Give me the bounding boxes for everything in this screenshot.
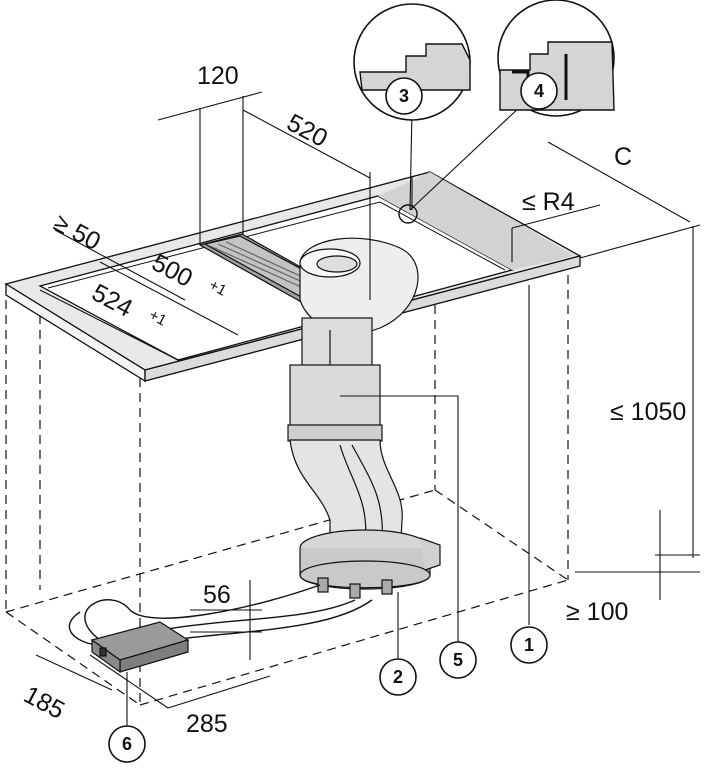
svg-text:2: 2 <box>393 667 403 687</box>
dim-524-tol: +1 <box>146 307 169 330</box>
dim-100-label: ≥ 100 <box>566 598 628 626</box>
callout-3: 3 <box>385 77 423 115</box>
dim-285-label: 285 <box>186 710 228 738</box>
dim-185-label: 185 <box>19 681 69 725</box>
dim-120-label: 120 <box>197 62 239 90</box>
dim-r4-label: ≤ R4 <box>522 188 575 216</box>
fan-housing <box>299 237 419 371</box>
dim-c-label: C <box>614 143 632 171</box>
dim-520-label: 520 <box>282 109 332 153</box>
callout-6: 6 <box>108 725 146 763</box>
callout-5: 5 <box>439 641 477 679</box>
svg-text:1: 1 <box>524 635 534 655</box>
svg-text:6: 6 <box>122 734 132 754</box>
callout-1: 1 <box>510 626 548 664</box>
dim-56-label: 56 <box>203 581 231 609</box>
dimension-lines <box>35 91 701 709</box>
callout-2: 2 <box>379 658 417 696</box>
dim-50-label: ≥ 50 <box>49 209 105 256</box>
dim-1050-label: ≤ 1050 <box>610 398 686 426</box>
blower-unit <box>299 529 441 599</box>
svg-text:5: 5 <box>453 650 463 670</box>
callout-4: 4 <box>520 72 558 110</box>
svg-text:3: 3 <box>399 86 409 106</box>
detail-circle-3 <box>353 3 471 121</box>
detail-marker <box>398 204 418 224</box>
dim-500-tol: +1 <box>206 277 229 300</box>
control-box <box>90 621 190 674</box>
svg-text:4: 4 <box>534 81 544 101</box>
callout-leaders <box>126 104 530 728</box>
